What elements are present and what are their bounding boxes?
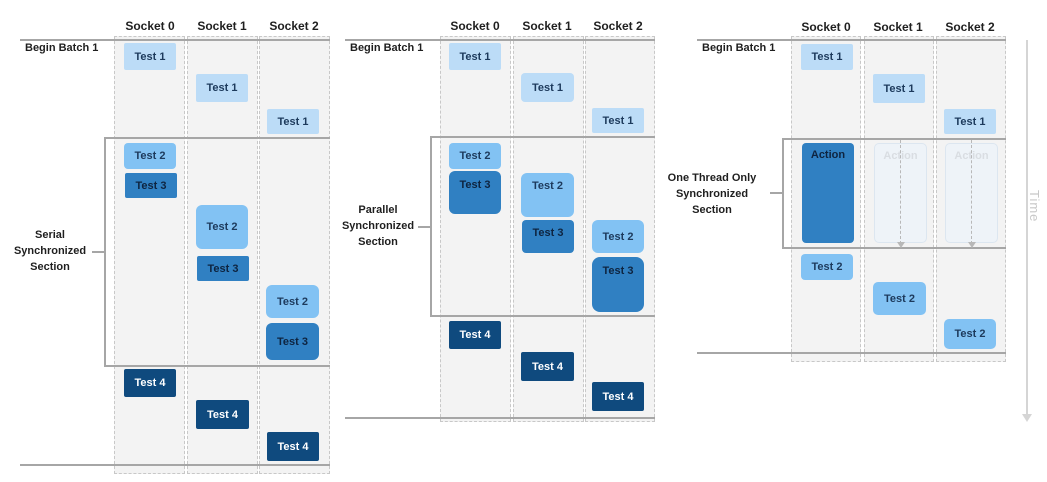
test-4-socket-2: Test 4 [592,382,644,411]
test-1-socket-0: Test 1 [449,43,501,70]
time-label: Time [1027,190,1042,223]
serial-section-label: Serial Synchronized Section [13,229,87,273]
one-thread-section-label: One Thread Only Synchronized Section [667,172,757,216]
test-1-socket-2: Test 1 [267,109,319,134]
socket-0-column [440,36,511,422]
batch-label: Begin Batch 1 [25,42,99,54]
test-1-socket-1: Test 1 [196,74,248,102]
test-2-socket-0: Test 2 [124,143,176,169]
test-3-socket-2: Test 3 [266,323,319,360]
test-2-socket-0: Test 2 [801,254,853,280]
test-1-socket-0: Test 1 [124,43,176,70]
time-axis [1026,40,1028,414]
bracket-tick [92,251,104,253]
test-4-socket-0: Test 4 [124,369,176,397]
socket-2-header: Socket 2 [593,19,643,33]
parallel-section-label: Parallel Synchronized Section [341,204,415,248]
test-1-socket-1: Test 1 [521,73,574,102]
batch-start-line [20,39,330,41]
test-3-socket-1: Test 3 [197,256,249,281]
one-thread-section-bracket [782,138,1006,249]
socket-0-header: Socket 0 [801,20,851,34]
test-4-socket-2: Test 4 [267,432,319,461]
serial-section-bracket [104,137,330,367]
test-4-socket-0: Test 4 [449,321,501,349]
time-arrowhead [1022,414,1032,422]
batch-start-line [345,39,655,41]
test-2-socket-1: Test 2 [873,282,926,315]
socket-0-header: Socket 0 [125,19,175,33]
batch-label: Begin Batch 1 [702,42,776,54]
bracket-tick [770,192,782,194]
wait-arrow-socket-2 [971,140,972,244]
socket-0-header: Socket 0 [450,19,500,33]
socket-2-header: Socket 2 [269,19,319,33]
test-2-socket-2: Test 2 [592,220,644,253]
parallel-section-bracket [430,136,655,317]
test-3-socket-1: Test 3 [522,220,574,253]
test-3-socket-0: Test 3 [449,171,501,214]
test-4-socket-1: Test 4 [196,400,249,429]
wait-arrow-socket-1 [900,140,901,244]
batch-end-line [20,464,330,466]
test-2-socket-2: Test 2 [944,319,996,349]
test-1-socket-1: Test 1 [873,74,925,103]
socket-2-header: Socket 2 [945,20,995,34]
test-3-socket-2: Test 3 [592,257,644,312]
bracket-tick [418,226,430,228]
test-1-socket-0: Test 1 [801,44,853,70]
test-1-socket-2: Test 1 [944,109,996,134]
socket-1-header: Socket 1 [197,19,247,33]
batch-end-line [697,352,1006,354]
batch-label: Begin Batch 1 [350,42,424,54]
action-socket-0: Action [802,143,854,243]
test-4-socket-1: Test 4 [521,352,574,381]
socket-0-column [114,36,185,474]
test-2-socket-2: Test 2 [266,285,319,318]
wait-arrowhead-socket-2 [968,242,976,248]
test-2-socket-0: Test 2 [449,143,501,169]
test-2-socket-1: Test 2 [196,205,248,249]
socket-1-header: Socket 1 [522,19,572,33]
batch-end-line [345,417,655,419]
test-2-socket-1: Test 2 [521,173,574,217]
batch-start-line [697,39,1006,41]
socket-1-header: Socket 1 [873,20,923,34]
test-3-socket-0: Test 3 [125,173,177,198]
wait-arrowhead-socket-1 [897,242,905,248]
test-1-socket-2: Test 1 [592,108,644,133]
